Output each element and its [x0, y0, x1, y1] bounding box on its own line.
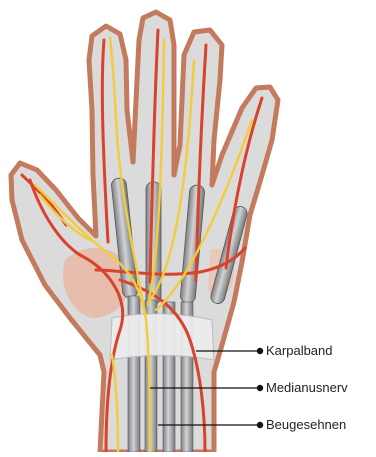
label-median-nerve: Medianusnerv: [266, 380, 348, 395]
label-flexor-tendons: Beugesehnen: [266, 417, 346, 432]
carpal-ligament: [110, 314, 214, 360]
label-carpal-ligament: Karpalband: [266, 343, 333, 358]
